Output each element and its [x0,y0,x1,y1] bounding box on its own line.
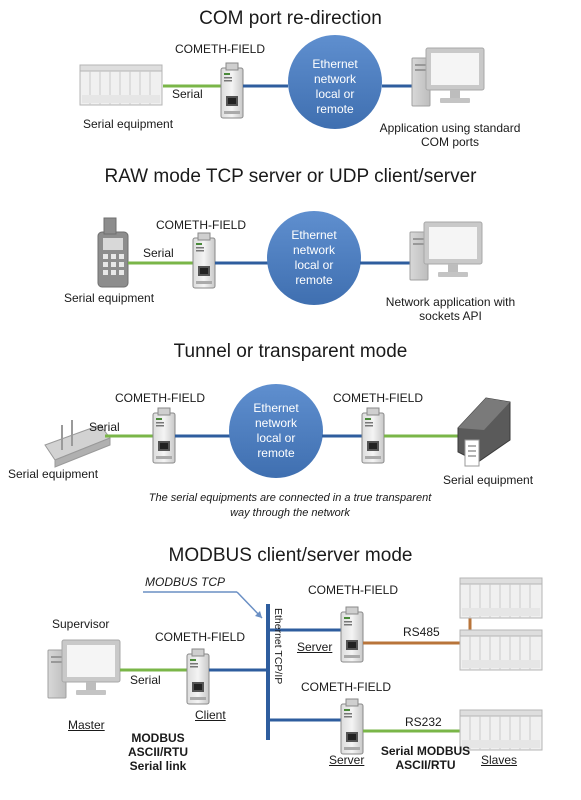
gateway-device-icon [340,698,364,755]
slaves-label: Slaves [481,753,518,767]
section-title: COM port re-direction [199,8,382,29]
gateway-device-icon [186,648,210,705]
label-printer-icon [457,397,511,467]
server-role-label: Server [329,753,365,767]
plc-rack-icon [79,64,163,106]
right-equipment-label: Application using standard COM ports [379,121,521,149]
left-equipment-label: Serial equipment [83,117,174,131]
ethernet-network-icon [229,384,323,478]
plc-rack-icon [459,629,543,671]
desktop-computer-icon [411,47,485,107]
modbus-tcp-label: MODBUS TCP [145,575,226,589]
desktop-computer-icon [47,639,121,699]
supervisor-label: Supervisor [52,617,110,631]
gateway-device-icon [152,407,176,464]
gateway-device-icon [220,62,244,119]
handheld-terminal-icon [97,217,129,288]
gateway-device-icon [340,606,364,663]
master-label: Master [68,718,105,732]
client-role-label: Client [195,708,226,722]
link-label: Serial [89,420,120,434]
device-label: COMETH-FIELD [301,680,391,694]
transparent-mode-note: The serial equipments are connected in a… [148,492,432,519]
plc-rack-icon [459,709,543,751]
network-label: Ethernet network local or remote [312,57,358,116]
device-label: COMETH-FIELD [333,391,423,405]
link-label: Serial [143,246,174,260]
left-equipment-label: Serial equipment [8,467,99,481]
serial-link-protocol-label: MODBUS ASCII/RTU Serial link [128,731,188,773]
network-label: Ethernet network local or remote [253,401,299,460]
plc-rack-icon [459,577,543,619]
desktop-computer-icon [409,221,483,281]
gateway-device-icon [361,407,385,464]
section-title: RAW mode TCP server or UDP client/server [104,166,477,187]
section-title: Tunnel or transparent mode [173,341,408,362]
section-title: MODBUS client/server mode [168,545,413,566]
ethernet-network-icon [267,211,361,305]
serial-modbus-label: Serial MODBUS ASCII/RTU [380,744,471,772]
right-equipment-label: Serial equipment [443,473,534,487]
link-label: Serial [130,673,161,687]
gateway-device-icon [192,232,216,289]
section-tunnel [44,384,511,478]
device-label: COMETH-FIELD [175,42,265,56]
device-label: COMETH-FIELD [156,218,246,232]
arrowhead-icon [255,611,262,618]
device-label: COMETH-FIELD [308,583,398,597]
link-label: Serial [172,87,203,101]
rs485-label: RS485 [403,625,440,639]
section-raw-mode [97,211,483,305]
right-equipment-label: Network application with sockets API [385,295,516,323]
device-label: COMETH-FIELD [155,630,245,644]
ethernet-bus-label: Ethernet TCP/IP [272,608,284,685]
left-equipment-label: Serial equipment [64,291,155,305]
section-modbus [47,577,543,755]
device-label: COMETH-FIELD [115,391,205,405]
ethernet-network-icon [288,35,382,129]
network-label: Ethernet network local or remote [291,228,337,287]
section-com-port [79,35,485,129]
server-role-label: Server [297,640,333,654]
rs232-label: RS232 [405,715,442,729]
industrial-equipment-icon [44,420,111,468]
